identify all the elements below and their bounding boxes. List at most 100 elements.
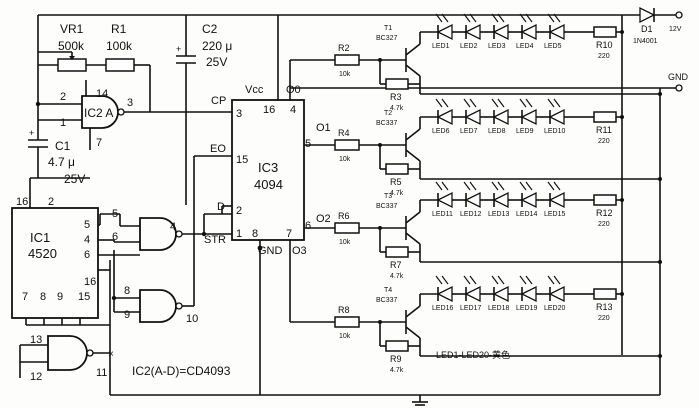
led-resistor <box>593 288 617 300</box>
led-label: LED5 <box>544 43 562 50</box>
capacitor-c2: + C2 220 μ 25V <box>176 22 232 205</box>
svg-text:+: + <box>29 128 34 138</box>
pull-resistor <box>385 163 409 175</box>
svg-text:12: 12 <box>30 371 42 383</box>
led-arrow <box>469 98 477 108</box>
led-icon <box>492 191 509 209</box>
junction-dot <box>658 260 662 264</box>
led-icon <box>436 191 453 209</box>
ic2a-pin2: 2 <box>60 91 66 103</box>
svg-text:O1: O1 <box>316 122 331 134</box>
led-arrow <box>497 181 505 191</box>
c2-ref: C2 <box>202 22 218 36</box>
junction-dot <box>378 226 382 230</box>
nand-gate-b: 5 6 4 <box>99 208 232 251</box>
pull-resistor-ref: R9 <box>390 354 402 364</box>
d1-part: 1N4001 <box>633 38 658 45</box>
led-icon <box>436 23 453 41</box>
svg-text:GND: GND <box>258 245 283 257</box>
svg-text:13: 13 <box>30 334 42 346</box>
led-icon <box>548 191 565 209</box>
svg-text:4: 4 <box>84 234 90 246</box>
svg-text:7: 7 <box>286 228 292 240</box>
svg-text:O0: O0 <box>286 84 301 96</box>
led-resistor <box>593 194 617 206</box>
svg-text:5: 5 <box>84 219 90 231</box>
led-label: LED3 <box>488 43 506 50</box>
led-arrow <box>519 98 527 108</box>
led-arrow <box>435 181 443 191</box>
gnd-terminal: GND <box>290 72 689 383</box>
junction-dot <box>620 30 624 34</box>
pull-resistor <box>385 246 409 258</box>
led-arrow <box>441 98 449 108</box>
svg-text:STR: STR <box>204 234 226 246</box>
vr1-value: 500k <box>58 39 85 53</box>
led-label: LED20 <box>544 305 566 312</box>
junction-dot <box>658 354 662 358</box>
base-resistor-ref: R2 <box>338 43 350 53</box>
ic1-ref: IC1 <box>30 230 50 245</box>
svg-text:+: + <box>176 44 181 54</box>
led-label: LED11 <box>432 211 453 218</box>
base-resistor-ref: R6 <box>338 211 350 221</box>
pull-resistor <box>385 78 409 90</box>
led-label: LED14 <box>516 211 538 218</box>
led-arrow <box>547 275 555 285</box>
junction-dot <box>620 115 624 119</box>
base-resistor-ref: R8 <box>338 305 350 315</box>
top-rail <box>37 14 622 100</box>
led-resistor-ref: R13 <box>596 302 613 312</box>
svg-text:O2: O2 <box>316 213 331 225</box>
transistor-type: BC327 <box>376 35 398 42</box>
led-resistor-value: 220 <box>598 315 610 322</box>
ground-rail <box>109 325 661 406</box>
gnd-label: GND <box>668 72 689 82</box>
svg-text:11: 11 <box>96 367 107 379</box>
led-icon <box>492 285 509 303</box>
base-resistor-value: 10k <box>339 239 351 246</box>
led-arrow <box>469 13 477 23</box>
svg-text:8: 8 <box>252 228 258 240</box>
transistor-ref: T1 <box>384 25 392 32</box>
transistor-ref: T4 <box>384 287 392 294</box>
led-arrow <box>441 181 449 191</box>
svg-text:1: 1 <box>236 228 242 240</box>
c1-ref: C1 <box>55 139 71 153</box>
svg-text:16: 16 <box>84 276 96 288</box>
base-resistor-value: 10k <box>339 71 351 78</box>
junction-dot <box>658 177 662 181</box>
pull-resistor <box>385 340 409 352</box>
led-icon <box>520 191 537 209</box>
led-arrow <box>435 275 443 285</box>
svg-text:Vcc: Vcc <box>245 84 264 96</box>
ic2a-pin3: 3 <box>127 97 133 109</box>
led-icon <box>464 285 481 303</box>
pull-resistor-ref: R3 <box>390 92 402 102</box>
led-arrow <box>547 13 555 23</box>
led-resistor <box>593 26 617 38</box>
transistor-emitter <box>405 149 421 162</box>
base-resistor <box>334 316 360 328</box>
transistor-ref: T2 <box>384 110 392 117</box>
led-label: LED18 <box>488 305 510 312</box>
led-arrow <box>547 181 555 191</box>
led-icon <box>436 285 453 303</box>
led-resistor-ref: R11 <box>596 125 612 135</box>
svg-text:6: 6 <box>305 220 311 232</box>
transistor-type: BC337 <box>376 120 398 127</box>
ic1-part: 4520 <box>28 246 57 261</box>
base-resistor <box>334 54 360 66</box>
led-note: LED1-LED20-黄色 <box>436 349 510 360</box>
ic3-part: 4094 <box>254 177 283 192</box>
d1-ref: D1 <box>641 24 653 34</box>
transistor-ref: T3 <box>384 193 392 200</box>
ic2a-pin1: 1 <box>60 117 66 129</box>
svg-text:×: × <box>108 349 114 360</box>
transistor-collector <box>405 211 421 224</box>
led-arrow <box>497 275 505 285</box>
led-icon <box>436 108 453 126</box>
base-resistor-value: 10k <box>339 156 351 163</box>
led-arrow <box>491 98 499 108</box>
